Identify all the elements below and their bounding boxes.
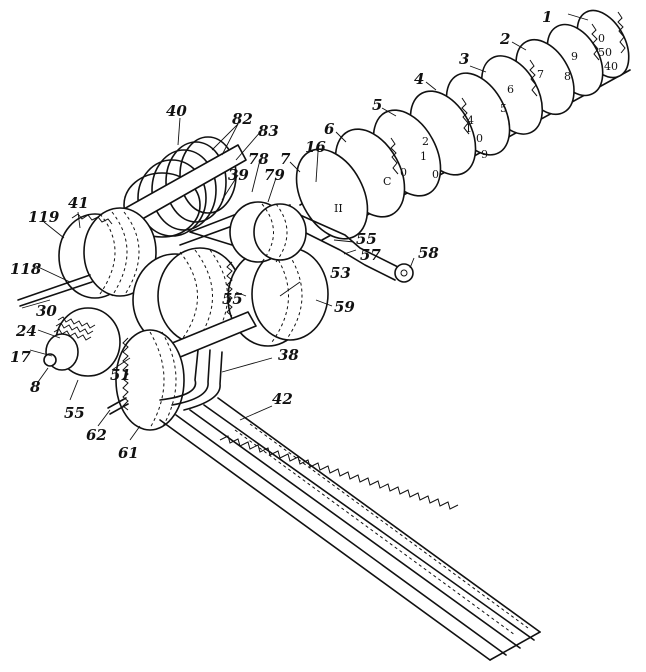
ref-numeral-7: 7 [280, 150, 291, 168]
dial-mark: II [334, 202, 343, 215]
ref-numeral-2: 2 [499, 30, 510, 48]
ref-numeral-30: 30 [36, 302, 57, 320]
ref-numeral-55a: 55 [356, 230, 377, 248]
rack-bars [159, 349, 541, 661]
ref-numeral-118: 118 [10, 260, 42, 278]
dial-mark: C [383, 175, 391, 188]
dial-mark: 40 [604, 60, 618, 73]
reference-numerals: 1 2 3 4 5 6 7 8 16 17 24 30 38 39 40 41 … [10, 8, 552, 462]
middle-gear-stack [132, 201, 329, 363]
dial-mark: 6 [507, 83, 514, 96]
coil-spring [117, 136, 247, 238]
ref-numeral-5: 5 [372, 96, 382, 114]
ref-numeral-83: 83 [258, 122, 279, 140]
dial-mark: 2 [422, 135, 429, 148]
dial-mark: 4 [467, 114, 474, 127]
ref-numeral-42: 42 [272, 390, 293, 408]
ref-numeral-17: 17 [10, 348, 31, 366]
dial-mark: 9 [481, 148, 488, 161]
ref-numeral-58: 58 [418, 244, 439, 262]
ref-numeral-119: 119 [28, 208, 60, 226]
left-gear-assembly [17, 207, 157, 307]
dial-mark: 9 [571, 50, 578, 63]
dial-mark: 0 [598, 32, 605, 45]
dial-mark: 50 [598, 46, 612, 59]
dial-mark: 0 [432, 168, 439, 181]
ref-numeral-62: 62 [86, 426, 107, 444]
ref-numeral-24: 24 [15, 322, 37, 340]
ref-numeral-3: 3 [459, 50, 469, 68]
dial-mark: 7 [537, 68, 544, 81]
ref-numeral-4: 4 [414, 70, 424, 88]
dial-mark: 1 [420, 150, 427, 163]
ref-numeral-40: 40 [166, 102, 187, 120]
ref-numeral-55b: 55 [222, 290, 243, 308]
ref-numeral-53: 53 [330, 264, 351, 282]
dial-mark: 0 [476, 132, 483, 145]
ref-numeral-1: 1 [542, 8, 552, 26]
ref-numeral-51: 51 [110, 366, 131, 384]
counter-wheels [295, 9, 630, 240]
ref-numeral-82: 82 [232, 110, 253, 128]
ref-numeral-39: 39 [228, 166, 249, 184]
leader-lines [21, 13, 589, 441]
ref-numeral-38: 38 [278, 346, 299, 364]
ref-numeral-6: 6 [324, 120, 335, 138]
ref-numeral-61: 61 [118, 444, 139, 462]
ref-numeral-79: 79 [264, 166, 285, 184]
ref-numeral-59: 59 [334, 298, 355, 316]
ref-numeral-57: 57 [360, 246, 381, 264]
dial-mark: 1 [465, 122, 472, 135]
dial-mark: 8 [564, 70, 571, 83]
lower-left-gears [43, 307, 185, 431]
ref-numeral-16: 16 [305, 138, 326, 156]
ref-numeral-55c: 55 [64, 404, 85, 422]
ref-numeral-78: 78 [248, 150, 269, 168]
dial-mark: 0 [400, 166, 407, 179]
dial-mark: 5 [500, 102, 507, 115]
counter-wheel-assembly: 0 50 40 9 8 7 6 5 4 2 1 0 1 0 9 0 C II [295, 9, 631, 241]
ref-numeral-8: 8 [30, 378, 41, 396]
ref-numeral-41: 41 [68, 194, 89, 212]
dial-markings: 0 50 40 9 8 7 6 5 4 2 1 0 1 0 9 0 C II [334, 32, 618, 215]
